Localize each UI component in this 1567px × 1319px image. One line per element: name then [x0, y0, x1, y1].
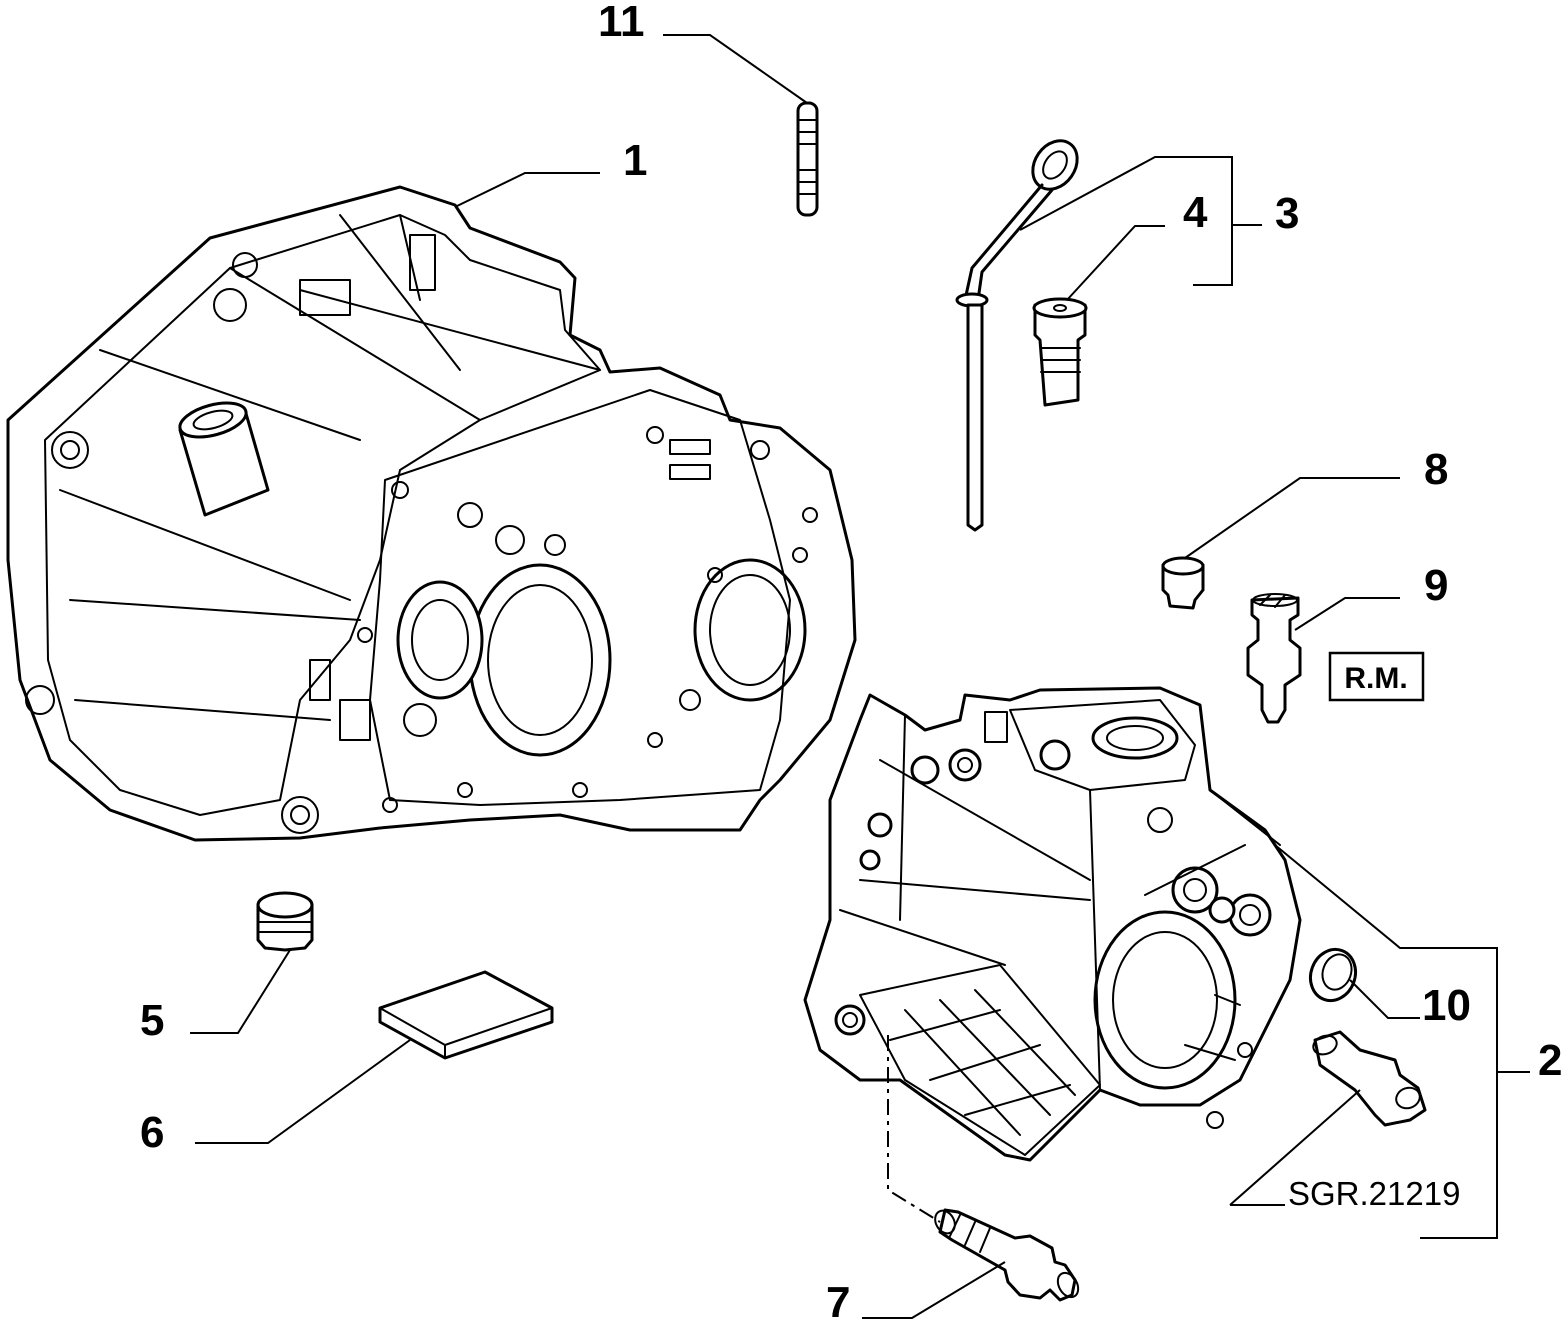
callout-9: 9	[1424, 561, 1448, 610]
rm-label: R.M.	[1344, 662, 1407, 695]
callout-7: 7	[826, 1278, 850, 1319]
clutch-housing-part-1	[6, 185, 857, 842]
drawing-code: SGR.21219	[1288, 1175, 1460, 1212]
plug-part-4	[1032, 297, 1088, 407]
callout-3: 3	[1275, 189, 1299, 238]
gearbox-housing-part-2	[803, 686, 1302, 1162]
callout-1: 1	[623, 136, 647, 185]
sensor-part-9	[1246, 593, 1302, 724]
callout-10: 10	[1422, 981, 1471, 1030]
callout-5: 5	[140, 996, 164, 1045]
callout-4: 4	[1183, 188, 1208, 237]
seal-part-10	[1308, 947, 1358, 1003]
dipstick-part-3	[955, 139, 1079, 532]
gasket-part-6	[378, 970, 554, 1060]
leader-lines	[190, 34, 1530, 1319]
callout-8: 8	[1424, 445, 1448, 494]
callout-11: 11	[598, 0, 645, 46]
callout-2: 2	[1538, 1036, 1562, 1085]
pin-part-2	[1312, 1030, 1427, 1127]
bolt-part-7	[934, 1208, 1080, 1302]
plug-part-8	[1161, 556, 1205, 610]
stud-part-11	[796, 101, 819, 217]
callout-6: 6	[140, 1108, 164, 1157]
plug-part-5	[256, 891, 314, 952]
rm-box	[1328, 651, 1425, 702]
